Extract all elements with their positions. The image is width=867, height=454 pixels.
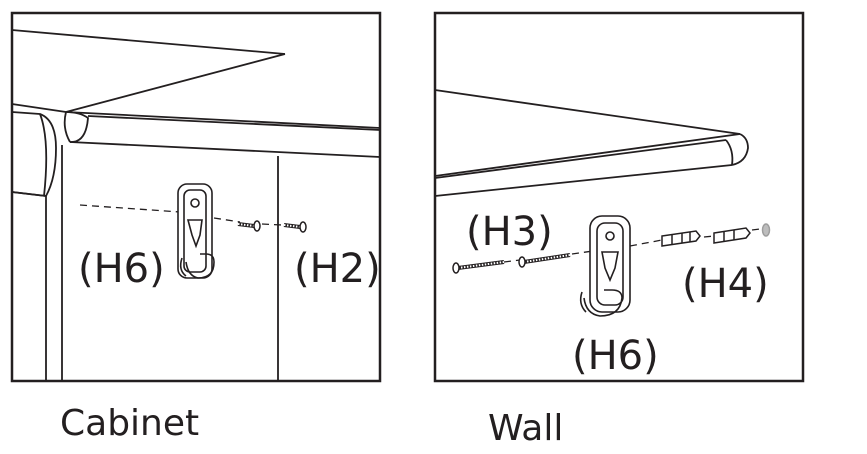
label-h3: (H3) <box>466 209 553 255</box>
cabinet-guide-line <box>79 204 283 226</box>
anchor-h4-icon <box>661 223 771 247</box>
shelf-drawing <box>434 89 749 197</box>
label-h4: (H4) <box>682 261 769 307</box>
cabinet-panel: (H6) (H2) <box>10 11 382 383</box>
clip-h6-wall-icon <box>579 215 631 317</box>
screw-h3-icon <box>452 253 571 274</box>
screw-h2-icon <box>237 220 307 233</box>
label-h6-cabinet: (H6) <box>78 246 165 292</box>
caption-cabinet: Cabinet <box>60 403 199 444</box>
wall-panel-frame <box>433 11 805 383</box>
caption-wall: Wall <box>488 408 563 449</box>
cabinet-drawing <box>11 29 381 381</box>
wall-panel: (H3) (H4) (H6) <box>433 11 805 383</box>
cabinet-panel-frame <box>10 11 382 383</box>
label-h2: (H2) <box>294 246 381 292</box>
clip-h6-icon <box>177 183 215 279</box>
label-h6-wall: (H6) <box>572 333 659 379</box>
